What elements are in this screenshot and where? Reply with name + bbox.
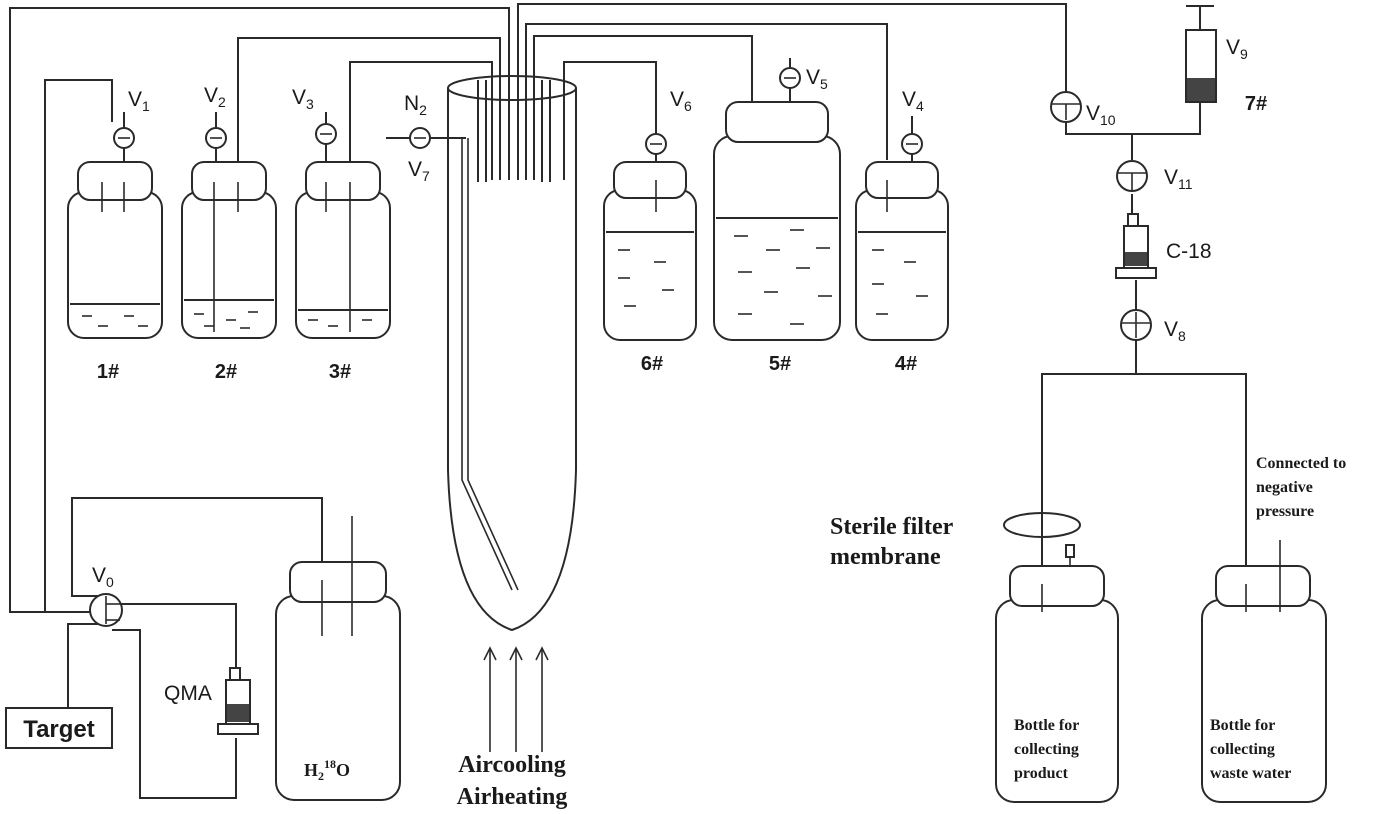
product-bottle-line3: product [1014, 765, 1069, 782]
valve-v11[interactable] [1116, 160, 1148, 192]
filter-label-line1: Sterile filter [830, 514, 954, 540]
aircooling-label: Aircooling [458, 752, 566, 778]
bottle-4-label: 4# [895, 353, 917, 375]
v6-label: V6 [670, 88, 692, 114]
bottle-1-label: 1# [97, 361, 119, 383]
bottle-5 [713, 101, 841, 341]
v1-label: V1 [128, 88, 150, 114]
syringe-7[interactable] [1185, 5, 1217, 103]
valve-v10[interactable] [1050, 91, 1082, 123]
vacuum-label-line1: Connected to [1256, 455, 1346, 472]
bottle-5-label: 5# [769, 353, 791, 375]
filter-label-line2: membrane [830, 544, 941, 570]
bottle-4 [855, 161, 949, 341]
target-label: Target [23, 716, 95, 743]
v11-label: V11 [1164, 166, 1193, 192]
bottle-2-label: 2# [215, 361, 237, 383]
waste-bottle-line3: waste water [1210, 765, 1291, 782]
valve-v7[interactable] [409, 127, 431, 149]
product-bottle-line1: Bottle for [1014, 717, 1079, 734]
target-box: Target [5, 707, 113, 749]
qma-label: QMA [164, 682, 212, 705]
valve-labels: V1 V2 V3 N2 V7 V6 V5 V4 V10 V9 V11 V8 V0 [92, 36, 1248, 590]
valve-v5[interactable] [779, 58, 801, 102]
valve-v6[interactable] [645, 116, 667, 162]
water-bottle [275, 516, 401, 801]
c18-cartridge [1115, 213, 1157, 279]
valve-v8[interactable] [1120, 309, 1152, 341]
waste-bottle-line2: collecting [1210, 741, 1275, 758]
v0-label: V0 [92, 564, 114, 590]
air-arrows [483, 646, 549, 752]
product-bottle-line2: collecting [1014, 741, 1079, 758]
bottle-6-label: 6# [641, 353, 663, 375]
bottle-2 [181, 161, 277, 339]
v10-label: V10 [1086, 102, 1116, 128]
water-label: H218O [304, 757, 350, 783]
bottle-1 [67, 161, 163, 339]
product-bottle [995, 512, 1119, 803]
valve-v3[interactable] [315, 112, 337, 162]
reactor-vessel [447, 75, 577, 632]
waste-bottle [1201, 540, 1327, 803]
vacuum-label-line2: negative [1256, 479, 1313, 496]
valve-v2[interactable] [205, 112, 227, 162]
bottle-3-label: 3# [329, 361, 351, 383]
airheating-label: Airheating [457, 784, 568, 810]
c18-label: C-18 [1166, 240, 1212, 263]
qma-cartridge [217, 667, 259, 735]
waste-bottle-line1: Bottle for [1210, 717, 1275, 734]
bottle-3 [295, 161, 391, 339]
v3-label: V3 [292, 86, 314, 112]
vacuum-label-line3: pressure [1256, 503, 1314, 520]
v7-label: V7 [408, 158, 430, 184]
v4-label: V4 [902, 88, 924, 114]
bottle-7-label: 7# [1245, 93, 1267, 115]
v5-label: V5 [806, 66, 828, 92]
bottle-6 [603, 161, 697, 341]
v9-label: V9 [1226, 36, 1248, 62]
valve-v4[interactable] [901, 116, 923, 162]
v8-label: V8 [1164, 318, 1186, 344]
valve-v0[interactable] [89, 593, 123, 627]
n2-label: N2 [404, 92, 427, 118]
bottle-labels: 1# 2# 3# 6# 5# 4# 7# [97, 93, 1267, 383]
valve-v1[interactable] [113, 112, 135, 162]
v2-label: V2 [204, 84, 226, 110]
